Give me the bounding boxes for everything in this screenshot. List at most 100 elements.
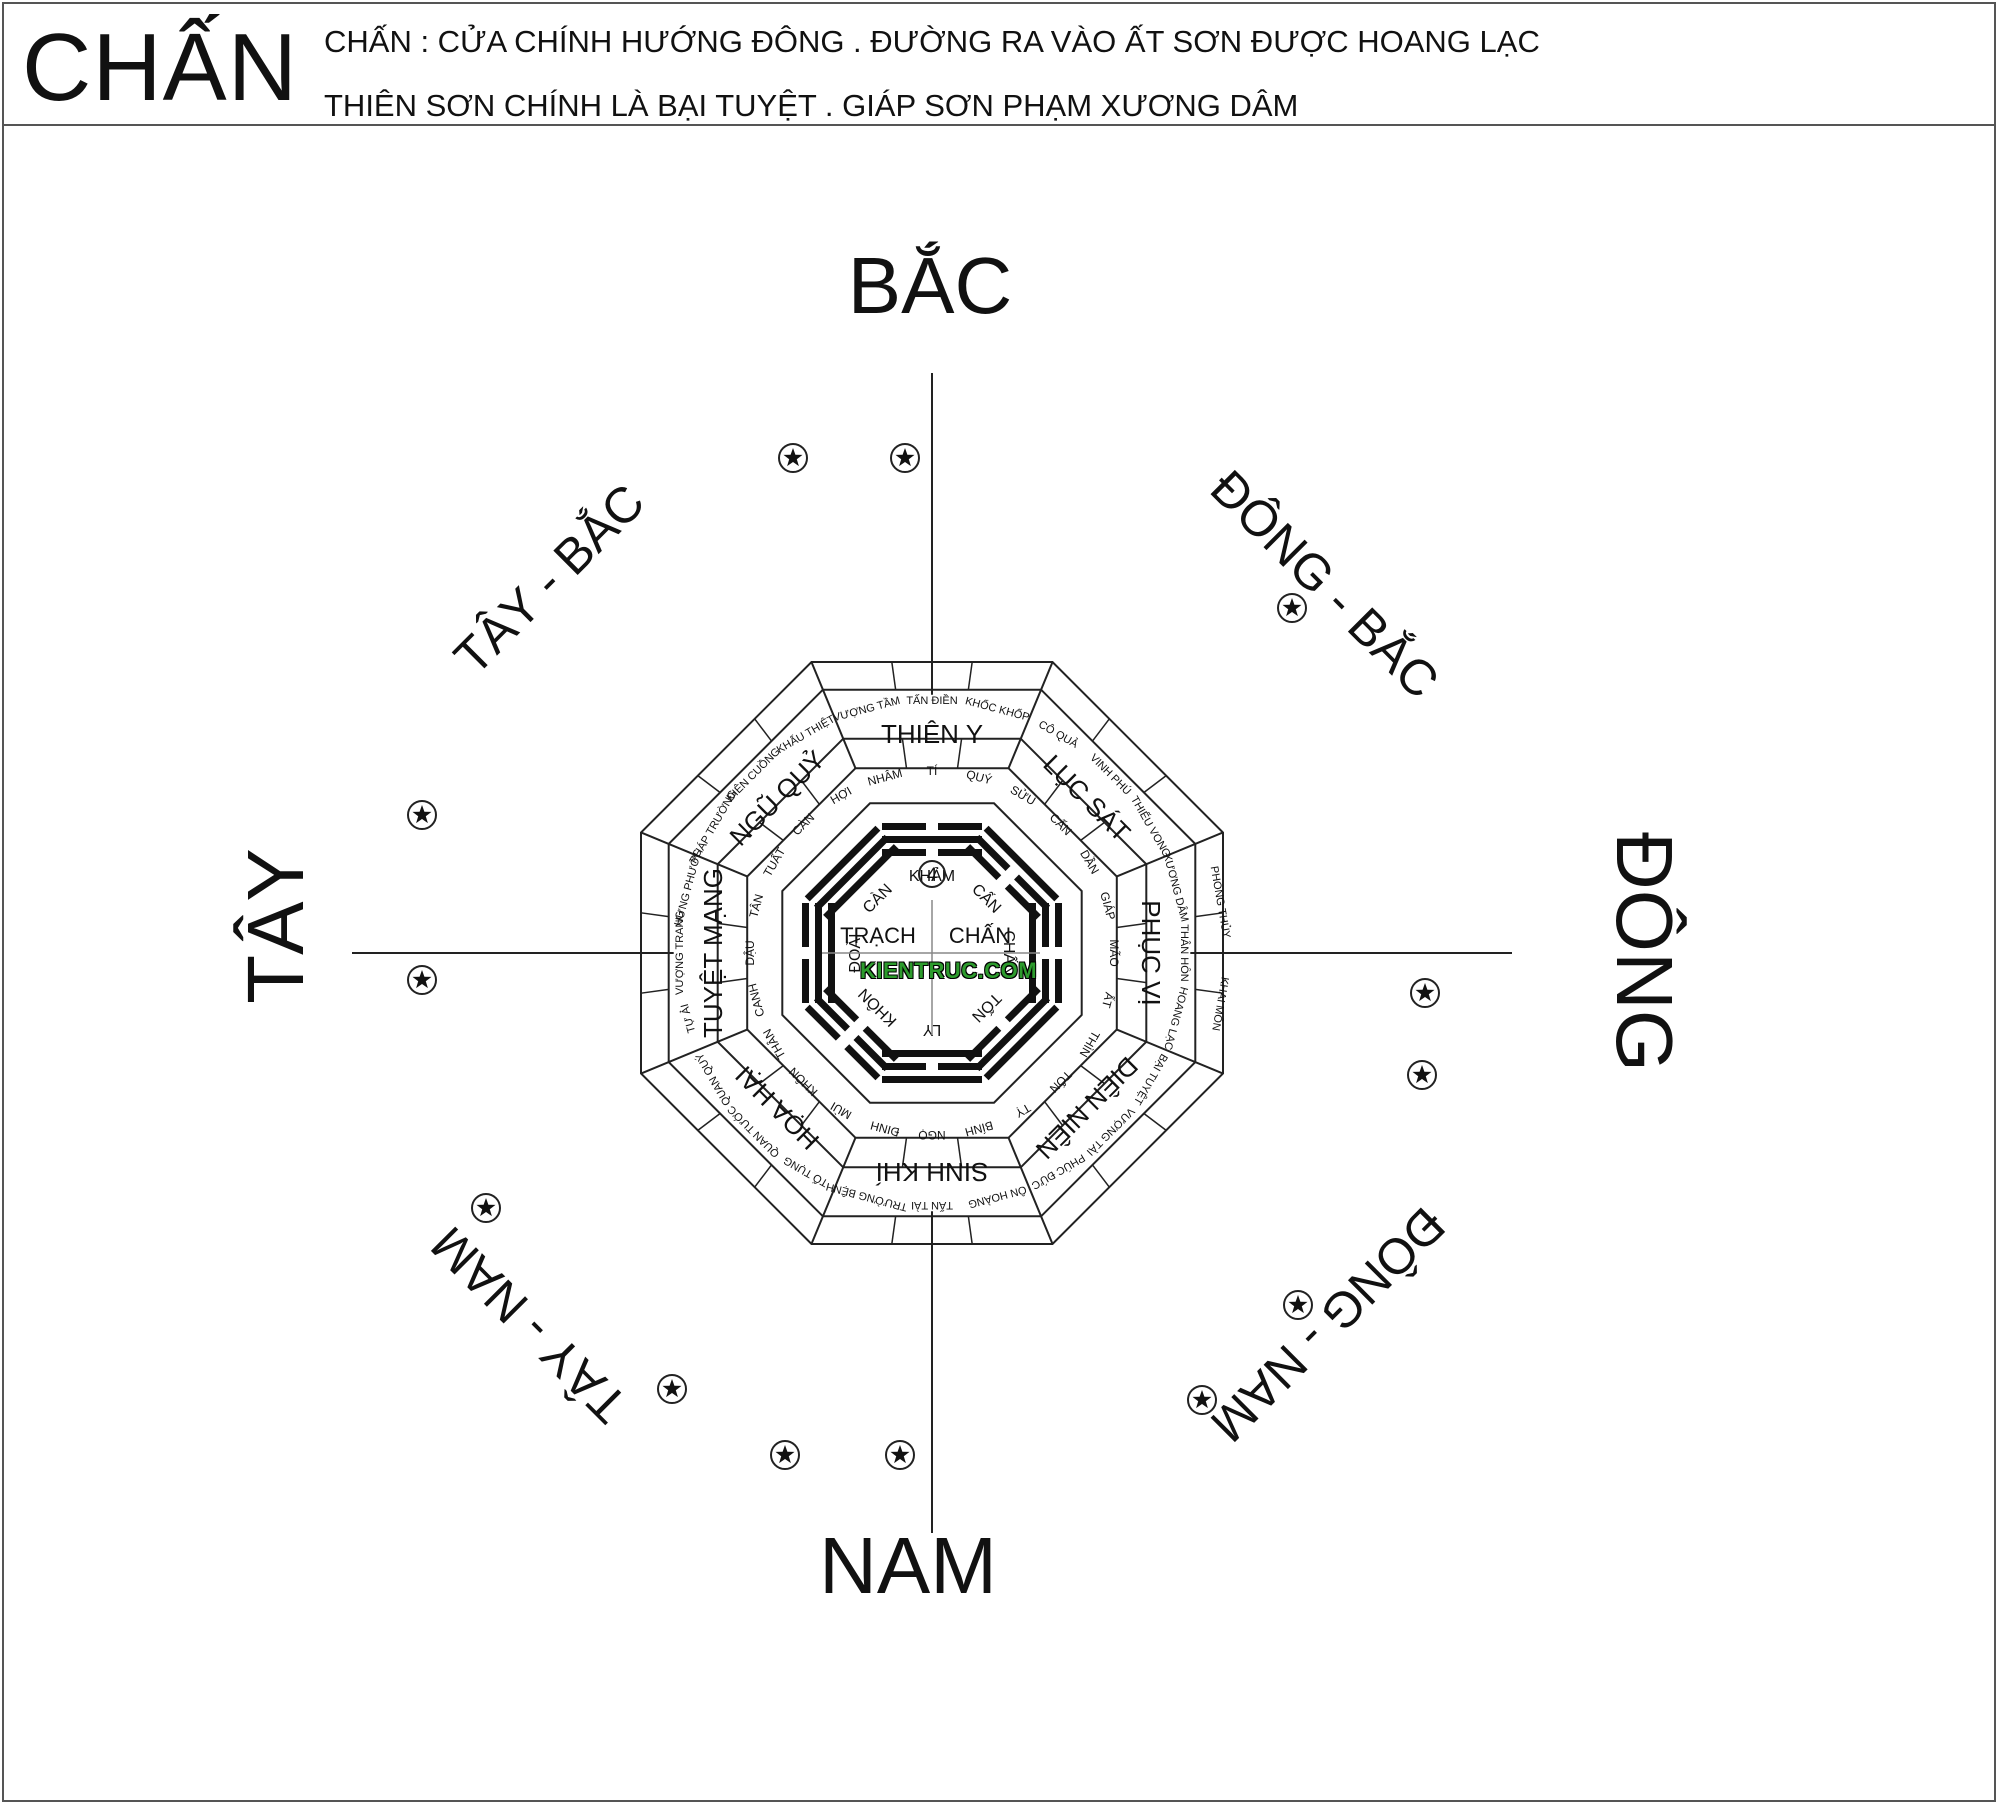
outer-cell-divider — [967, 661, 973, 690]
outer-label-n-1: TẤN ĐIỀN — [906, 694, 957, 707]
center-number: 4 — [927, 865, 938, 886]
outside-label-0: PHONG THỦY — [1208, 865, 1234, 940]
mountain-label-ne-0: SỬU — [1008, 782, 1039, 808]
outer-label-e-1: THÂN HÔN — [1178, 924, 1191, 982]
star-icon — [1410, 978, 1440, 1008]
mountain-label-w-2: TÂN — [745, 892, 766, 919]
star-label-s: SINH KHÍ — [875, 1157, 988, 1187]
star-icon — [890, 443, 920, 473]
header-description-line-2: THIÊN SƠN CHÍNH LÀ BẠI TUYỆT . GIÁP SƠN … — [324, 88, 1299, 123]
compass-axes — [352, 373, 1512, 1533]
outer-label-w-1: VƯỢNG TRANG — [674, 911, 686, 995]
mountain-label-ne-1: CẤN — [1047, 810, 1076, 839]
direction-label-se: ĐÔNG - NAM — [1200, 1197, 1456, 1453]
trigram-label-nw: CÀN — [859, 880, 896, 917]
watermark: KIENTRUC.COM — [860, 958, 1038, 983]
outer-cell-divider — [1143, 775, 1167, 794]
outer-cell-divider — [891, 1216, 897, 1245]
mountain-cell-divider — [1116, 922, 1147, 929]
center-label-trach: TRẠCH — [840, 923, 916, 948]
mountain-label-nw-2: HỢI — [828, 784, 854, 807]
mountain-cell-divider — [1116, 977, 1147, 984]
mountain-cell-divider — [1044, 780, 1064, 805]
mountain-label-s-0: BÍNH — [963, 1118, 995, 1140]
star-icon — [1277, 593, 1307, 623]
mountain-cell-divider — [1044, 1101, 1064, 1126]
outer-label-s-1: TẤN TÀI — [911, 1199, 953, 1212]
mountain-label-se-2: TỴ — [1013, 1101, 1033, 1121]
sector-divider — [1007, 1137, 1054, 1245]
octagon-ring-5 — [781, 802, 1083, 1104]
outer-cell-divider — [1143, 1112, 1167, 1131]
star-label-w: TUYỆT MẠNG — [698, 868, 728, 1038]
mountain-label-e-2: ẤT — [1099, 991, 1118, 1010]
outer-cell-divider — [891, 661, 897, 690]
star-icon — [1187, 1385, 1217, 1415]
mountain-label-w-1: DẬU — [742, 940, 757, 965]
mountain-cell-divider — [800, 780, 820, 805]
page-title: CHẤN — [22, 14, 299, 121]
trigram-label-se: TỐN — [968, 989, 1006, 1027]
outer-cell-divider — [1091, 718, 1110, 742]
outer-cell-divider — [967, 1216, 973, 1245]
mountain-label-e-1: MÃO — [1107, 939, 1121, 966]
outer-cell-divider — [697, 775, 721, 794]
star-label-n: THIÊN Y — [881, 719, 983, 749]
star-icon — [778, 443, 808, 473]
star-icon — [1283, 1290, 1313, 1320]
outer-cell-divider — [1195, 912, 1224, 918]
sector-divider — [1007, 661, 1054, 769]
outer-cell-divider — [754, 718, 773, 742]
center-number-circle — [918, 860, 946, 888]
header-description-line-1: CHẤN : CỬA CHÍNH HƯỚNG ĐÔNG . ĐƯỜNG RA V… — [324, 24, 1540, 59]
mountain-cell-divider — [800, 1101, 820, 1126]
mountain-cell-divider — [717, 977, 748, 984]
mountain-label-sw-0: MÙI — [827, 1099, 854, 1123]
mountain-label-w-0: CANH — [745, 982, 767, 1018]
outer-cell-divider — [640, 912, 669, 918]
header: CHẤN CHẤN : CỬA CHÍNH HƯỚNG ĐÔNG . ĐƯỜNG… — [2, 2, 1996, 126]
octagon-rings — [640, 661, 1224, 1245]
center-block: 4 TRẠCH CHẤN — [822, 860, 1040, 1035]
mountain-cell-divider — [956, 1137, 963, 1168]
mountain-cell-divider — [759, 821, 784, 841]
mountain-label-sw-2: THÂN — [759, 1026, 788, 1062]
star-icon — [657, 1374, 687, 1404]
star-icon — [1407, 1060, 1437, 1090]
outside-label-1: KHAI MÔN — [1209, 976, 1231, 1032]
direction-label-n: BẮC — [848, 241, 1013, 330]
direction-label-sw: TÂY - NAM — [420, 1216, 638, 1434]
mountain-cell-divider — [1080, 1065, 1105, 1085]
outer-cell-divider — [640, 988, 669, 994]
outer-label-w-0: TỰ ẢI — [678, 1002, 698, 1034]
star-icon — [407, 800, 437, 830]
sector-divider — [810, 661, 857, 769]
mountain-label-n-1: TÍ — [927, 763, 938, 778]
direction-label-e: ĐÔNG — [1600, 832, 1689, 1072]
sector-divider — [640, 831, 748, 878]
center-label-chan: CHẤN — [949, 923, 1011, 948]
direction-label-s: NAM — [819, 1521, 997, 1610]
outer-label-sw-2: QUAN QUÝ — [693, 1050, 734, 1108]
sector-divider — [1116, 1028, 1224, 1075]
mountain-label-se-1: TỐN — [1047, 1068, 1076, 1097]
mountain-label-n-2: QUÝ — [965, 766, 994, 787]
outer-cell-divider — [754, 1164, 773, 1188]
sector-divider — [1116, 831, 1224, 878]
star-label-ne: LỤC SÁT — [1037, 749, 1136, 848]
mountain-label-ne-2: DẦN — [1077, 847, 1103, 876]
star-label-e: PHỤC VỊ — [1136, 900, 1166, 1005]
direction-label-ne: ĐÔNG - BẮC — [1200, 459, 1450, 709]
mountain-label-s-1: NGỌ — [918, 1128, 945, 1142]
mountain-cell-divider — [901, 1137, 908, 1168]
trigram-label-sw: KHÔN — [854, 985, 900, 1031]
star-icon — [885, 1440, 915, 1470]
star-icon — [471, 1193, 501, 1223]
mountain-label-nw-0: TUẤT — [760, 844, 789, 879]
star-markers — [407, 443, 1440, 1470]
mountain-cell-divider — [901, 738, 908, 769]
sector-divider — [810, 1137, 857, 1245]
outer-cell-divider — [1195, 988, 1224, 994]
